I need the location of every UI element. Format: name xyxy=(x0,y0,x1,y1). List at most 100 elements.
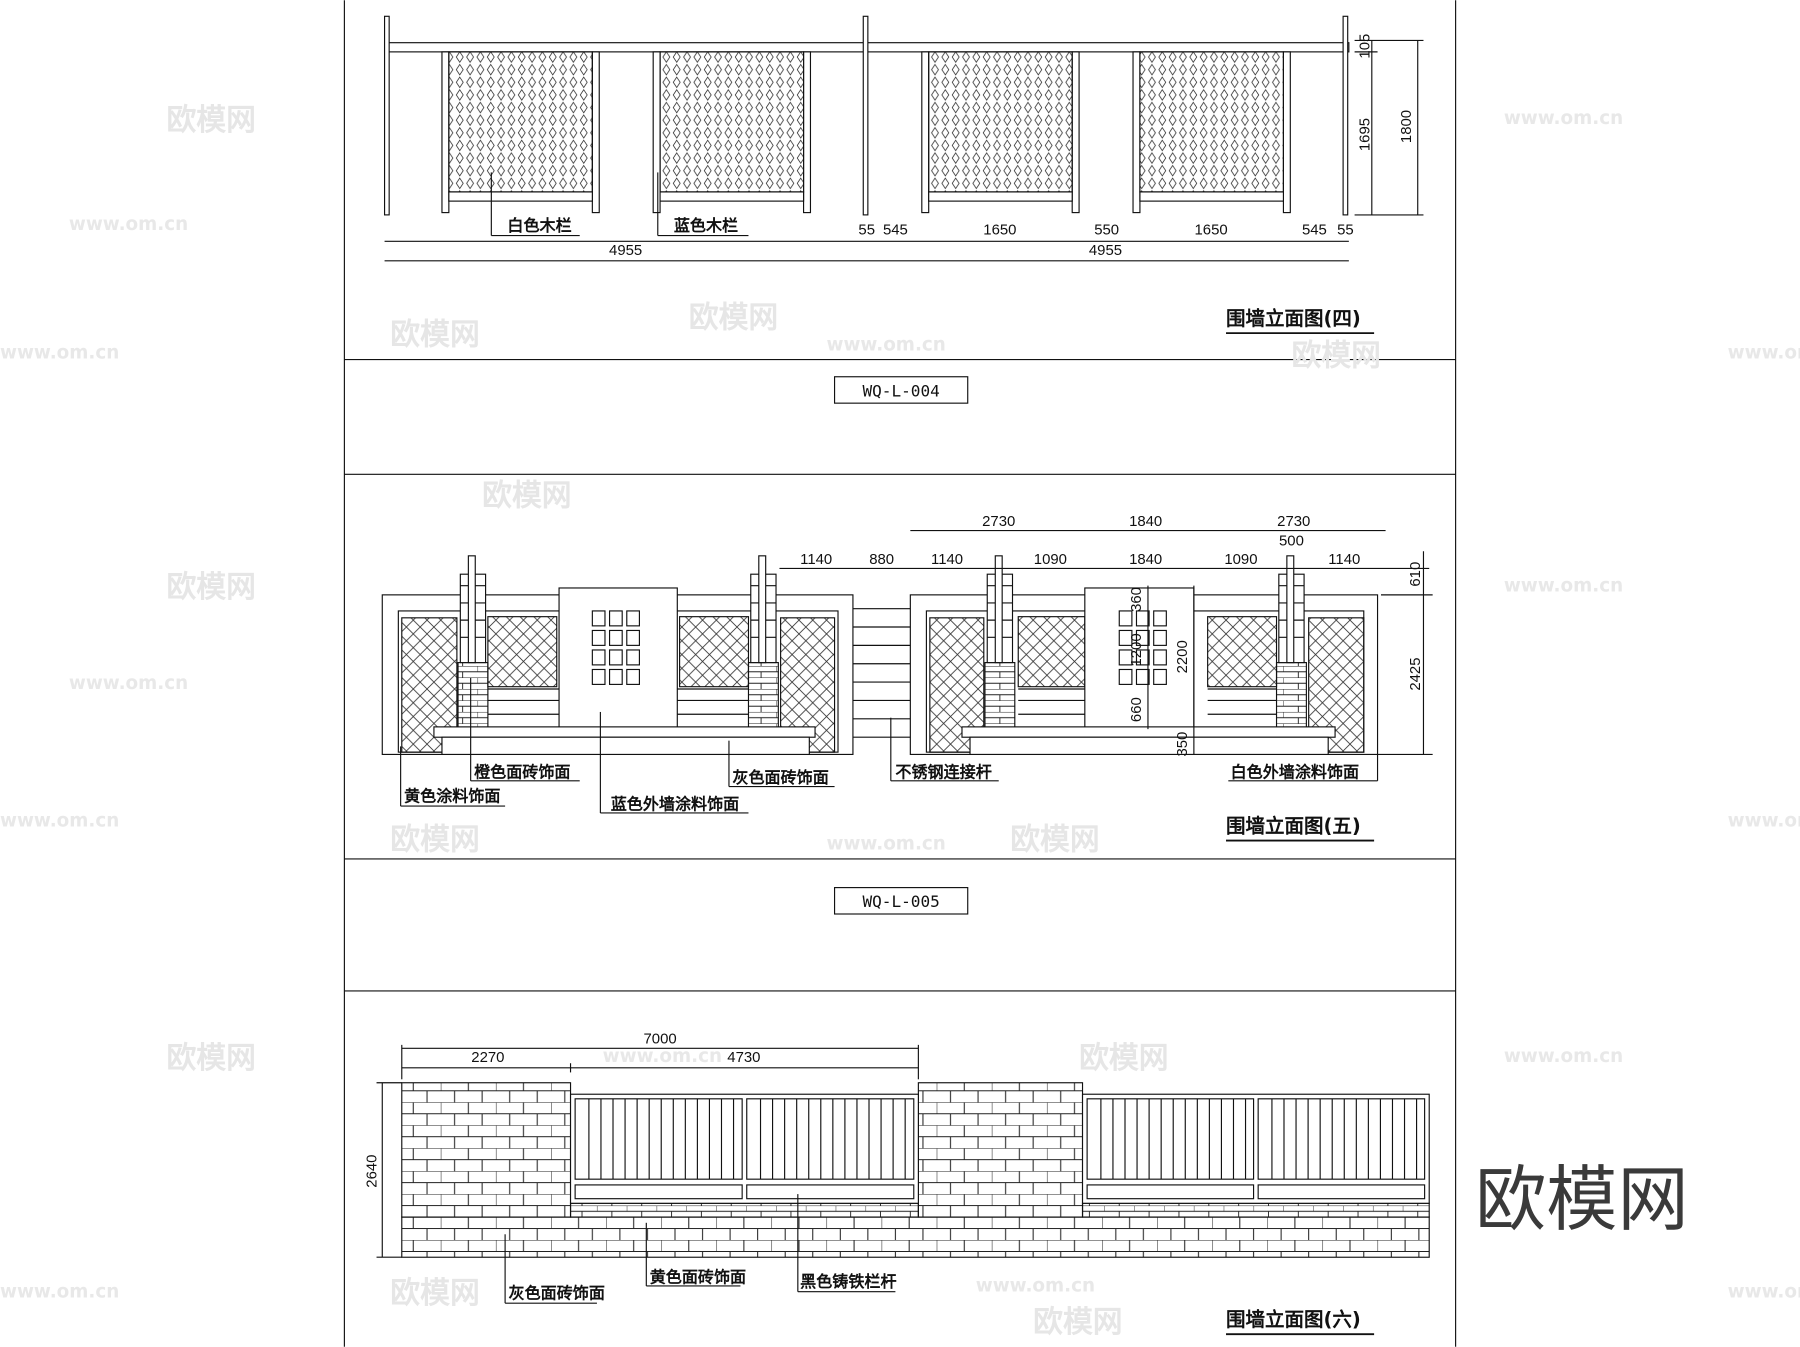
svg-text:黄色面砖饰面: 黄色面砖饰面 xyxy=(650,1267,746,1286)
watermark-url: www.om.cn xyxy=(0,811,119,832)
window-opening xyxy=(1153,649,1167,666)
svg-text:1140: 1140 xyxy=(931,551,963,568)
svg-text:4730: 4730 xyxy=(727,1049,760,1066)
svg-text:1090: 1090 xyxy=(1034,551,1067,568)
window-opening xyxy=(1135,668,1150,685)
svg-text:4955: 4955 xyxy=(609,242,642,259)
window-opening xyxy=(626,629,640,646)
window-opening xyxy=(626,668,640,685)
watermark-text: 欧模网 xyxy=(1010,823,1099,858)
svg-text:蓝色外墙涂料饰面: 蓝色外墙涂料饰面 xyxy=(611,795,739,814)
svg-text:灰色面砖饰面: 灰色面砖饰面 xyxy=(732,768,828,787)
railing-panel xyxy=(1086,1098,1255,1180)
watermark-url: www.om.cn xyxy=(0,1281,119,1302)
brick-pillar xyxy=(747,662,779,730)
svg-text:4955: 4955 xyxy=(1089,242,1122,259)
svg-text:黑色铸铁栏杆: 黑色铸铁栏杆 xyxy=(800,1272,896,1291)
lattice-panel xyxy=(928,51,1073,193)
window-opening xyxy=(1153,610,1167,627)
brick-pillar xyxy=(1275,662,1307,730)
lattice-panel xyxy=(487,616,558,688)
svg-text:610: 610 xyxy=(1407,562,1424,587)
watermark-url: www.om.cn xyxy=(1504,1046,1623,1067)
svg-text:灰色面砖饰面: 灰色面砖饰面 xyxy=(509,1284,605,1303)
svg-text:350: 350 xyxy=(1174,732,1191,757)
window-opening xyxy=(1135,629,1150,646)
svg-text:360: 360 xyxy=(1128,587,1145,612)
bottom-rail xyxy=(928,191,1073,202)
railing-panel xyxy=(746,1098,915,1180)
lattice-panel xyxy=(679,616,750,688)
window-opening xyxy=(1135,649,1150,666)
post xyxy=(862,15,869,216)
window-opening xyxy=(1118,629,1133,646)
post xyxy=(383,15,390,216)
svg-text:660: 660 xyxy=(1128,697,1145,722)
lattice-panel xyxy=(448,51,593,193)
panel-post xyxy=(652,51,661,214)
panel-post xyxy=(1282,51,1291,214)
watermark-url: www.om.cn xyxy=(827,334,946,355)
pillar-rod xyxy=(994,555,1003,664)
svg-text:2730: 2730 xyxy=(1277,513,1310,530)
svg-text:500: 500 xyxy=(1279,533,1304,550)
lattice-panel xyxy=(659,51,805,193)
railing-base-rail xyxy=(1086,1184,1255,1200)
brick-pillar xyxy=(457,662,489,730)
svg-text:1650: 1650 xyxy=(983,221,1016,238)
panel-post xyxy=(1071,51,1080,214)
watermark-text: 欧模网 xyxy=(1033,1305,1122,1340)
elevation-4: 白色木栏 蓝色木栏 55 545 1650 550 1650 545 55 49… xyxy=(383,15,1424,335)
watermark-text: 欧模网 xyxy=(166,1041,255,1076)
window-opening xyxy=(1153,629,1167,646)
svg-text:880: 880 xyxy=(869,551,894,568)
pillar-rod xyxy=(1286,555,1295,664)
svg-text:1200: 1200 xyxy=(1128,633,1145,666)
panel-post xyxy=(591,51,600,214)
plinth xyxy=(961,726,1336,738)
svg-text:7000: 7000 xyxy=(643,1031,676,1048)
svg-text:白色外墙涂料饰面: 白色外墙涂料饰面 xyxy=(1231,762,1359,781)
watermark-text: 欧模网 xyxy=(166,570,255,605)
svg-text:2730: 2730 xyxy=(982,513,1015,530)
window-opening xyxy=(1118,668,1133,685)
watermark-text: 欧模网 xyxy=(1291,338,1380,373)
svg-text:545: 545 xyxy=(883,221,908,238)
svg-text:545: 545 xyxy=(1302,221,1327,238)
sheet-code-box-005: WQ-L-005 xyxy=(833,887,969,915)
window-opening xyxy=(626,610,640,627)
watermark-url: www.om.cn xyxy=(0,342,119,363)
window-opening xyxy=(626,649,640,666)
svg-text:1140: 1140 xyxy=(800,551,832,568)
svg-text:白色木栏: 白色木栏 xyxy=(507,216,571,235)
svg-text:橙色面砖饰面: 橙色面砖饰面 xyxy=(474,762,570,781)
svg-text:550: 550 xyxy=(1094,221,1119,238)
lattice-panel xyxy=(1017,616,1086,688)
railing-base-rail xyxy=(574,1184,743,1200)
railing-base-rail xyxy=(746,1184,915,1200)
svg-text:2270: 2270 xyxy=(471,1049,504,1066)
pillar-rod xyxy=(758,555,767,664)
panel-post xyxy=(802,51,812,214)
svg-text:1140: 1140 xyxy=(1328,551,1360,568)
svg-text:55: 55 xyxy=(1337,221,1354,238)
svg-text:105: 105 xyxy=(1357,34,1374,59)
watermark-url: www.om.cn xyxy=(69,673,188,694)
watermark-text: 欧模网 xyxy=(390,1276,479,1311)
pillar-rod xyxy=(467,555,476,664)
window-opening xyxy=(1153,668,1167,685)
plinth xyxy=(433,726,816,738)
window-opening xyxy=(1118,610,1133,627)
svg-text:WQ-L-004: WQ-L-004 xyxy=(862,381,939,400)
watermark-url: www.om.cn xyxy=(1504,575,1623,596)
svg-text:蓝色木栏: 蓝色木栏 xyxy=(674,216,738,235)
svg-text:WQ-L-005: WQ-L-005 xyxy=(862,892,939,911)
watermark-text: 欧模网 xyxy=(689,300,778,335)
svg-text:1840: 1840 xyxy=(1129,513,1162,530)
watermark-url: www.om.cn xyxy=(1728,811,1800,832)
plinth-base xyxy=(441,736,810,756)
watermark-url: www.om.cn xyxy=(69,214,188,235)
watermark-url: www.om.cn xyxy=(603,1046,722,1067)
elevation-6-title: 围墙立面图(六) xyxy=(1226,1308,1361,1331)
